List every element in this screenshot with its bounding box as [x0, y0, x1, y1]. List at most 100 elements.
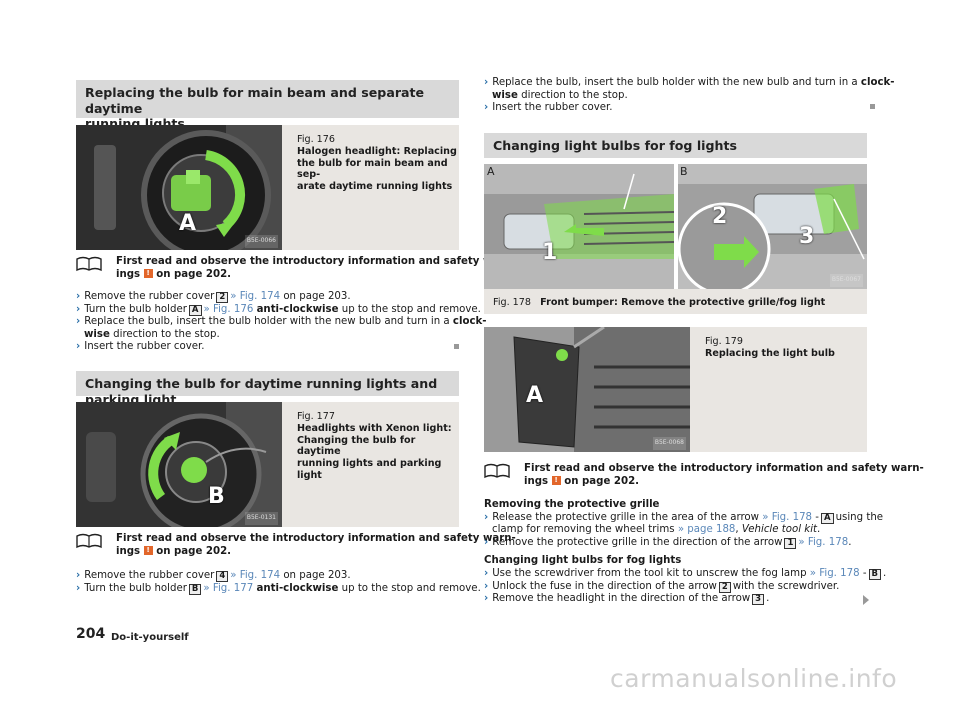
step: ›Insert the rubber cover.	[76, 341, 461, 354]
step-text: up to the stop and remove.	[341, 303, 481, 315]
step-arrow-icon: ›	[484, 567, 489, 579]
step-arrow-icon: ›	[76, 341, 81, 353]
step-text: on page 203.	[283, 570, 351, 581]
step-text: Insert the rubber cover.	[492, 102, 613, 114]
photo-label-b: B	[680, 165, 688, 178]
step-continued: wise direction to the stop.	[76, 329, 461, 342]
step-text: with the screwdriver.	[732, 580, 840, 592]
step-continued: clamp for removing the wheel trims » pag…	[492, 524, 821, 536]
section-title-daytime: Changing the bulb for daytime running li…	[76, 371, 459, 407]
step: ›Remove the protective grille in the dir…	[484, 536, 852, 549]
fig-link[interactable]: » Fig. 178	[762, 511, 813, 523]
step-arrow-icon: ›	[76, 291, 81, 302]
step-text: Use the screwdriver from the tool kit to…	[492, 567, 807, 579]
step-continued: wise direction to the stop.	[484, 90, 869, 103]
step-text: direction to the stop.	[521, 89, 628, 101]
step: ›Replace the bulb, insert the bulb holde…	[76, 316, 487, 329]
step-text: Turn the bulb holder	[84, 303, 187, 315]
note-text: on page 202.	[564, 475, 640, 487]
step: ›Replace the bulb, insert the bulb holde…	[484, 77, 895, 90]
figure-caption: Fig. 177 Headlights with Xenon light: Ch…	[297, 411, 457, 482]
bumper-illustration	[484, 164, 867, 289]
key-2: 2	[718, 581, 731, 593]
figure-177: B B5E-0131 Fig. 177 Headlights with Xeno…	[76, 402, 459, 527]
step-text: direction to the stop.	[113, 328, 220, 340]
figure-176: A B5E-0066 Fig. 176 Halogen headlight: R…	[76, 125, 459, 250]
step-text: -	[815, 511, 819, 523]
photo-code: B5E-0067	[829, 274, 863, 287]
note-text: ings	[524, 475, 549, 487]
photo-label-b: B	[208, 484, 225, 509]
safety-note: First read and observe the introductory …	[116, 256, 516, 281]
safety-note: First read and observe the introductory …	[524, 463, 924, 488]
fig-link[interactable]: » Fig. 174	[230, 570, 281, 581]
figure-number: Fig. 179	[705, 336, 743, 347]
key-4: 4	[216, 571, 229, 582]
photo-fog-light: A B5E-0068	[484, 327, 690, 452]
step-text: clock-	[452, 316, 487, 328]
caption-line: the bulb for main beam and sep-	[297, 157, 448, 181]
photo-number-3: 3	[799, 224, 815, 249]
step-text: Vehicle tool kit	[741, 524, 818, 536]
step-arrow-icon: ›	[484, 593, 489, 605]
read-first-book-icon	[76, 533, 102, 549]
page-link[interactable]: » page 188	[677, 524, 736, 536]
key-a: A	[188, 304, 202, 316]
caption-line: arate daytime running lights	[297, 181, 453, 193]
title-line: Replacing the bulb for main beam and sep…	[85, 85, 425, 116]
figure-178: A B 1 2 3 B5E-0067 Fig. 178 Front bumper…	[484, 164, 867, 314]
figure-number: Fig. 178	[493, 297, 531, 308]
continue-arrow-icon	[863, 595, 869, 605]
note-text: ings	[116, 268, 141, 280]
read-first-book-icon	[484, 463, 510, 479]
watermark: carmanualsonline.info	[610, 664, 898, 693]
fig-link[interactable]: » Fig. 176	[203, 303, 254, 315]
figure-caption: Fig. 176 Halogen headlight: Replacing th…	[297, 134, 457, 193]
figure-number: Fig. 177	[297, 411, 335, 422]
step: ›Unlock the fuse in the direction of the…	[484, 581, 869, 594]
photo-code: B5E-0068	[652, 437, 686, 450]
note-text: on page 202.	[156, 545, 232, 557]
caption-line: Front bumper: Remove the protective gril…	[540, 297, 826, 308]
step-text: Remove the headlight in the direction of…	[492, 593, 751, 605]
photo-number-1: 1	[542, 240, 558, 265]
caption-line: Headlights with Xenon light:	[297, 422, 452, 434]
step-text: anti-clockwise	[256, 303, 339, 315]
fig-link[interactable]: » Fig. 174	[230, 291, 281, 302]
step-text: clamp for removing the wheel trims	[492, 524, 675, 536]
step-text: anti-clockwise	[256, 582, 339, 594]
section-end-mark	[870, 104, 875, 109]
photo-halogen-headlight: A B5E-0066	[76, 125, 282, 250]
key-b: B	[188, 583, 202, 595]
section-title-main-beam: Replacing the bulb for main beam and sep…	[76, 80, 459, 131]
key-1: 1	[784, 537, 797, 549]
step-text: using the	[835, 511, 884, 523]
step-text: Replace the bulb, insert the bulb holder…	[492, 77, 858, 88]
caption-line: Halogen headlight: Replacing	[297, 145, 457, 157]
key-a: A	[820, 512, 834, 524]
photo-label-a: A	[487, 165, 495, 178]
photo-label-a: A	[179, 211, 197, 236]
step-text: on page 203.	[283, 291, 351, 302]
step-text: -	[862, 567, 867, 579]
fig-link[interactable]: » Fig. 178	[798, 536, 849, 548]
page-number: 204	[76, 626, 106, 642]
fog-light-illustration	[484, 327, 690, 452]
headlight-illustration	[76, 125, 282, 250]
figure-179: A B5E-0068 Fig. 179 Replacing the light …	[484, 327, 867, 452]
step-arrow-icon: ›	[484, 536, 489, 548]
fig-link[interactable]: » Fig. 178	[809, 567, 860, 579]
caption-line: running lights and parking light	[297, 458, 442, 481]
photo-code: B5E-0131	[244, 512, 278, 525]
step-arrow-icon: ›	[76, 303, 81, 315]
key-b: B	[868, 568, 882, 580]
fig-link[interactable]: » Fig. 177	[203, 582, 254, 594]
step-text: wise	[492, 89, 518, 101]
figure-caption: Fig. 178 Front bumper: Remove the protec…	[493, 297, 825, 309]
note-line: First read and observe the introductory …	[116, 256, 516, 267]
step-arrow-icon: ›	[484, 77, 489, 88]
